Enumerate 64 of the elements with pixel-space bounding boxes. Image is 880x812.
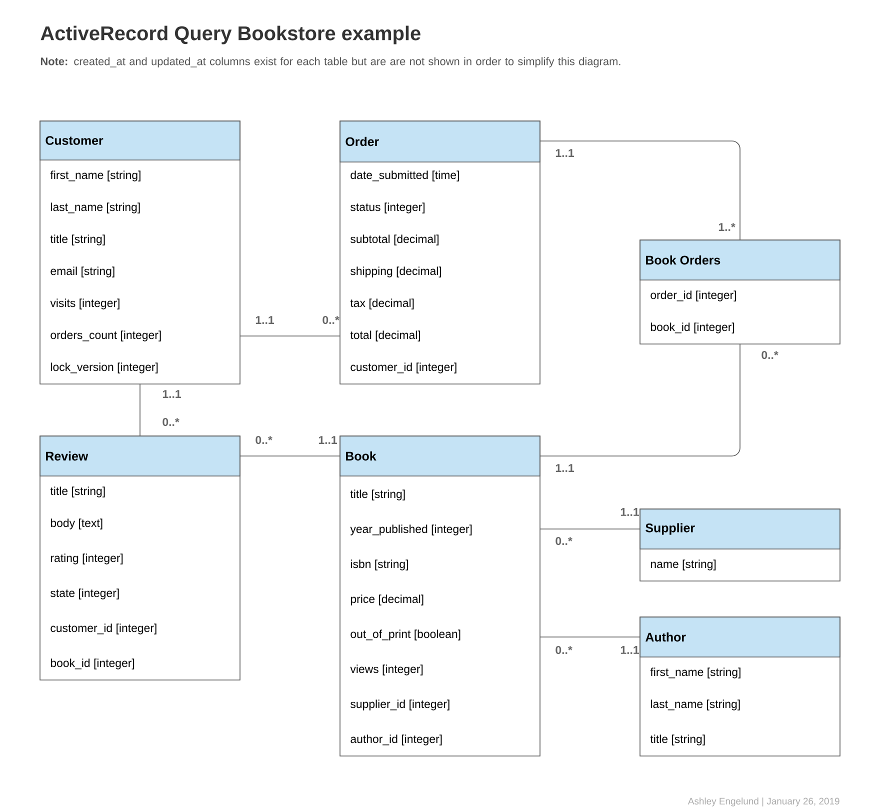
title: ActiveRecord Query Bookstore example bbox=[40, 26, 420, 44]
field-text: author_id [integer] bbox=[350, 734, 442, 746]
field-text: last_name [string] bbox=[650, 700, 740, 710]
field-text: visits [integer] bbox=[50, 298, 120, 310]
field-text: book_id [integer] bbox=[50, 658, 134, 670]
footer-text: Ashley Engelund | January 26, 2019 bbox=[688, 798, 840, 806]
table-header: Book bbox=[346, 451, 376, 461]
multiplicity-label: 1..1 bbox=[556, 464, 574, 472]
multiplicity-label: 1..1 bbox=[256, 316, 274, 324]
field-text: isbn [string] bbox=[350, 560, 408, 570]
field-text: first_name [string] bbox=[650, 668, 740, 678]
entity-table bbox=[340, 120, 540, 384]
connector-line bbox=[540, 344, 740, 456]
field-text: title [string] bbox=[50, 486, 105, 498]
field-text: email [string] bbox=[50, 266, 114, 278]
field-text: title [string] bbox=[650, 734, 705, 746]
entity-table bbox=[40, 436, 240, 680]
field-text: customer_id [integer] bbox=[50, 624, 156, 634]
field-text: orders_count [integer] bbox=[50, 330, 161, 342]
field-text: shipping [decimal] bbox=[350, 266, 442, 278]
field-text: lock_version [integer] bbox=[50, 362, 158, 374]
field-text: year_published [integer] bbox=[350, 524, 472, 536]
field-text: out_of_print [boolean] bbox=[350, 630, 460, 640]
field-text: order_id [integer] bbox=[650, 290, 736, 302]
table-header: Order bbox=[346, 136, 379, 146]
field-text: book_id [integer] bbox=[650, 322, 734, 334]
entity-table bbox=[640, 240, 840, 344]
field-text: state [integer] bbox=[50, 588, 119, 600]
table-header: Supplier bbox=[646, 523, 695, 535]
table-header: Customer bbox=[46, 136, 104, 145]
entity-table bbox=[640, 616, 840, 756]
field-text: body [text] bbox=[50, 518, 102, 530]
multiplicity-label: 1..* bbox=[718, 223, 736, 231]
multiplicity-label: 0..* bbox=[256, 436, 272, 444]
field-text: status [integer] bbox=[350, 202, 425, 214]
field-text: supplier_id [integer] bbox=[350, 700, 450, 710]
field-text: title [string] bbox=[50, 234, 105, 246]
multiplicity-label: 0..* bbox=[556, 646, 572, 654]
field-text: customer_id [integer] bbox=[350, 362, 456, 374]
entity-table bbox=[40, 120, 240, 384]
multiplicity-label: 0..* bbox=[162, 418, 180, 426]
field-text: rating [integer] bbox=[50, 554, 123, 564]
table-header: Author bbox=[646, 632, 686, 642]
connector-line bbox=[540, 140, 740, 240]
field-text: total [decimal] bbox=[350, 330, 420, 342]
field-text: price [decimal] bbox=[350, 594, 424, 606]
connector-line bbox=[540, 636, 640, 638]
field-text: views [integer] bbox=[350, 664, 423, 676]
table-header: Review bbox=[46, 451, 88, 461]
note-text: Note: created_at and updated_at columns exist for each table but are are not shown in order to simplify this diagram. bbox=[40, 57, 620, 68]
field-text: last_name [string] bbox=[50, 202, 140, 214]
field-text: name [string] bbox=[650, 560, 716, 570]
field-text: subtotal [decimal] bbox=[350, 234, 439, 246]
table-header: Book Orders bbox=[646, 255, 720, 265]
entity-table bbox=[340, 436, 540, 756]
field-text: tax [decimal] bbox=[350, 298, 414, 310]
field-text: first_name [string] bbox=[50, 170, 140, 182]
field-text: title [string] bbox=[350, 490, 405, 500]
multiplicity-label: 0..* bbox=[556, 536, 572, 546]
entity-table bbox=[640, 508, 840, 582]
field-text: date_submitted [time] bbox=[350, 170, 459, 182]
multiplicity-label: 1..1 bbox=[556, 149, 574, 157]
connector-line bbox=[540, 528, 640, 530]
multiplicity-label: 1..1 bbox=[620, 646, 639, 654]
